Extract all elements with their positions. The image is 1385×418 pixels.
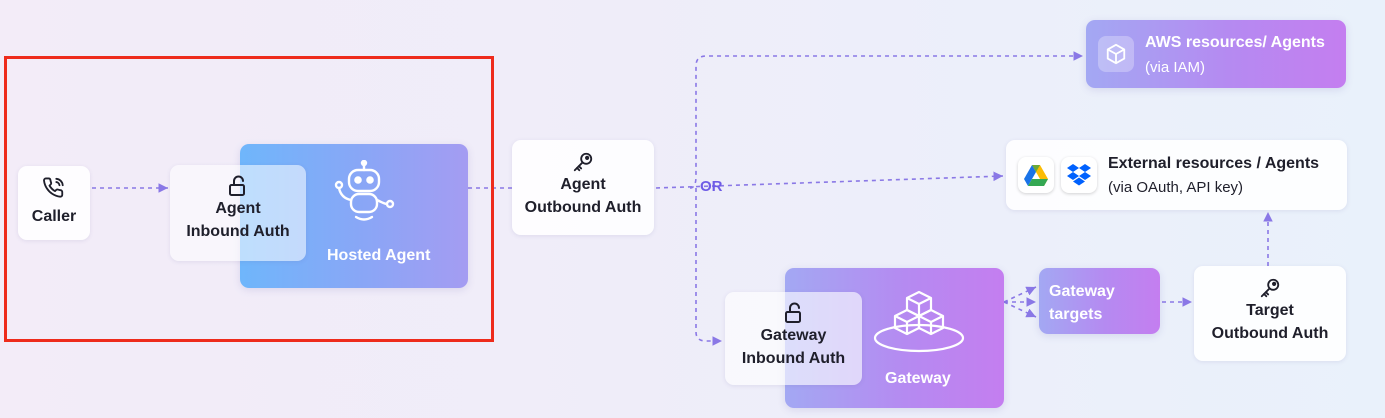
cubes-icon <box>873 288 965 359</box>
gateway-label: Gateway <box>885 370 951 387</box>
branch-up-connector <box>689 51 1083 189</box>
outbound-to-external-connector <box>655 171 1004 189</box>
agent-inbound-auth-line2: Inbound Auth <box>186 223 290 240</box>
gateway-inbound-auth-node[interactable]: Gateway Inbound Auth <box>725 292 862 385</box>
unlock-icon <box>725 302 862 324</box>
dropbox-icon <box>1061 157 1097 193</box>
robot-icon <box>331 159 397 229</box>
cube-icon <box>1098 36 1134 72</box>
gateway-targets-node[interactable]: Gateway targets <box>1039 268 1160 334</box>
key-icon <box>512 151 654 173</box>
highlight-box <box>4 56 494 342</box>
target-outbound-auth-line2: Outbound Auth <box>1211 325 1329 342</box>
hosted-agent-label: Hosted Agent <box>327 247 431 264</box>
gateway-to-targets-connector-3 <box>1003 301 1037 318</box>
unlock-icon <box>170 175 306 197</box>
gateway-targets-line2: targets <box>1049 306 1103 323</box>
agent-outbound-auth-line2: Outbound Auth <box>524 199 642 216</box>
external-resources-subtitle: (via OAuth, API key) <box>1108 179 1244 196</box>
gateway-to-targets-connector-1 <box>1003 286 1037 303</box>
target-outbound-auth-node[interactable]: Target Outbound Auth <box>1194 266 1346 361</box>
gateway-inbound-auth-line2: Inbound Auth <box>741 350 846 367</box>
external-resources-node[interactable]: External resources / Agents (via OAuth, … <box>1006 140 1347 210</box>
google-drive-icon <box>1018 157 1054 193</box>
agent-outbound-auth-node[interactable]: Agent Outbound Auth <box>512 140 654 235</box>
aws-resources-title: AWS resources/ Agents <box>1145 34 1325 51</box>
branch-down-connector <box>695 188 722 346</box>
aws-resources-subtitle: (via IAM) <box>1145 59 1205 76</box>
or-label: OR <box>700 178 723 195</box>
agent-inbound-auth-line1: Agent <box>215 200 261 217</box>
gateway-inbound-auth-line1: Gateway <box>760 327 827 344</box>
caller-label: Caller <box>31 208 77 225</box>
caller-node[interactable]: Caller <box>18 166 90 240</box>
aws-resources-node[interactable]: AWS resources/ Agents (via IAM) <box>1086 20 1346 88</box>
key-icon <box>1194 277 1346 299</box>
phone-icon <box>18 177 90 199</box>
external-resources-title: External resources / Agents <box>1108 155 1320 172</box>
target-outbound-auth-line1: Target <box>1246 302 1294 319</box>
gateway-targets-line1: Gateway <box>1049 283 1115 300</box>
agent-outbound-auth-line1: Agent <box>560 176 606 193</box>
agent-inbound-auth-node[interactable]: Agent Inbound Auth <box>170 165 306 261</box>
